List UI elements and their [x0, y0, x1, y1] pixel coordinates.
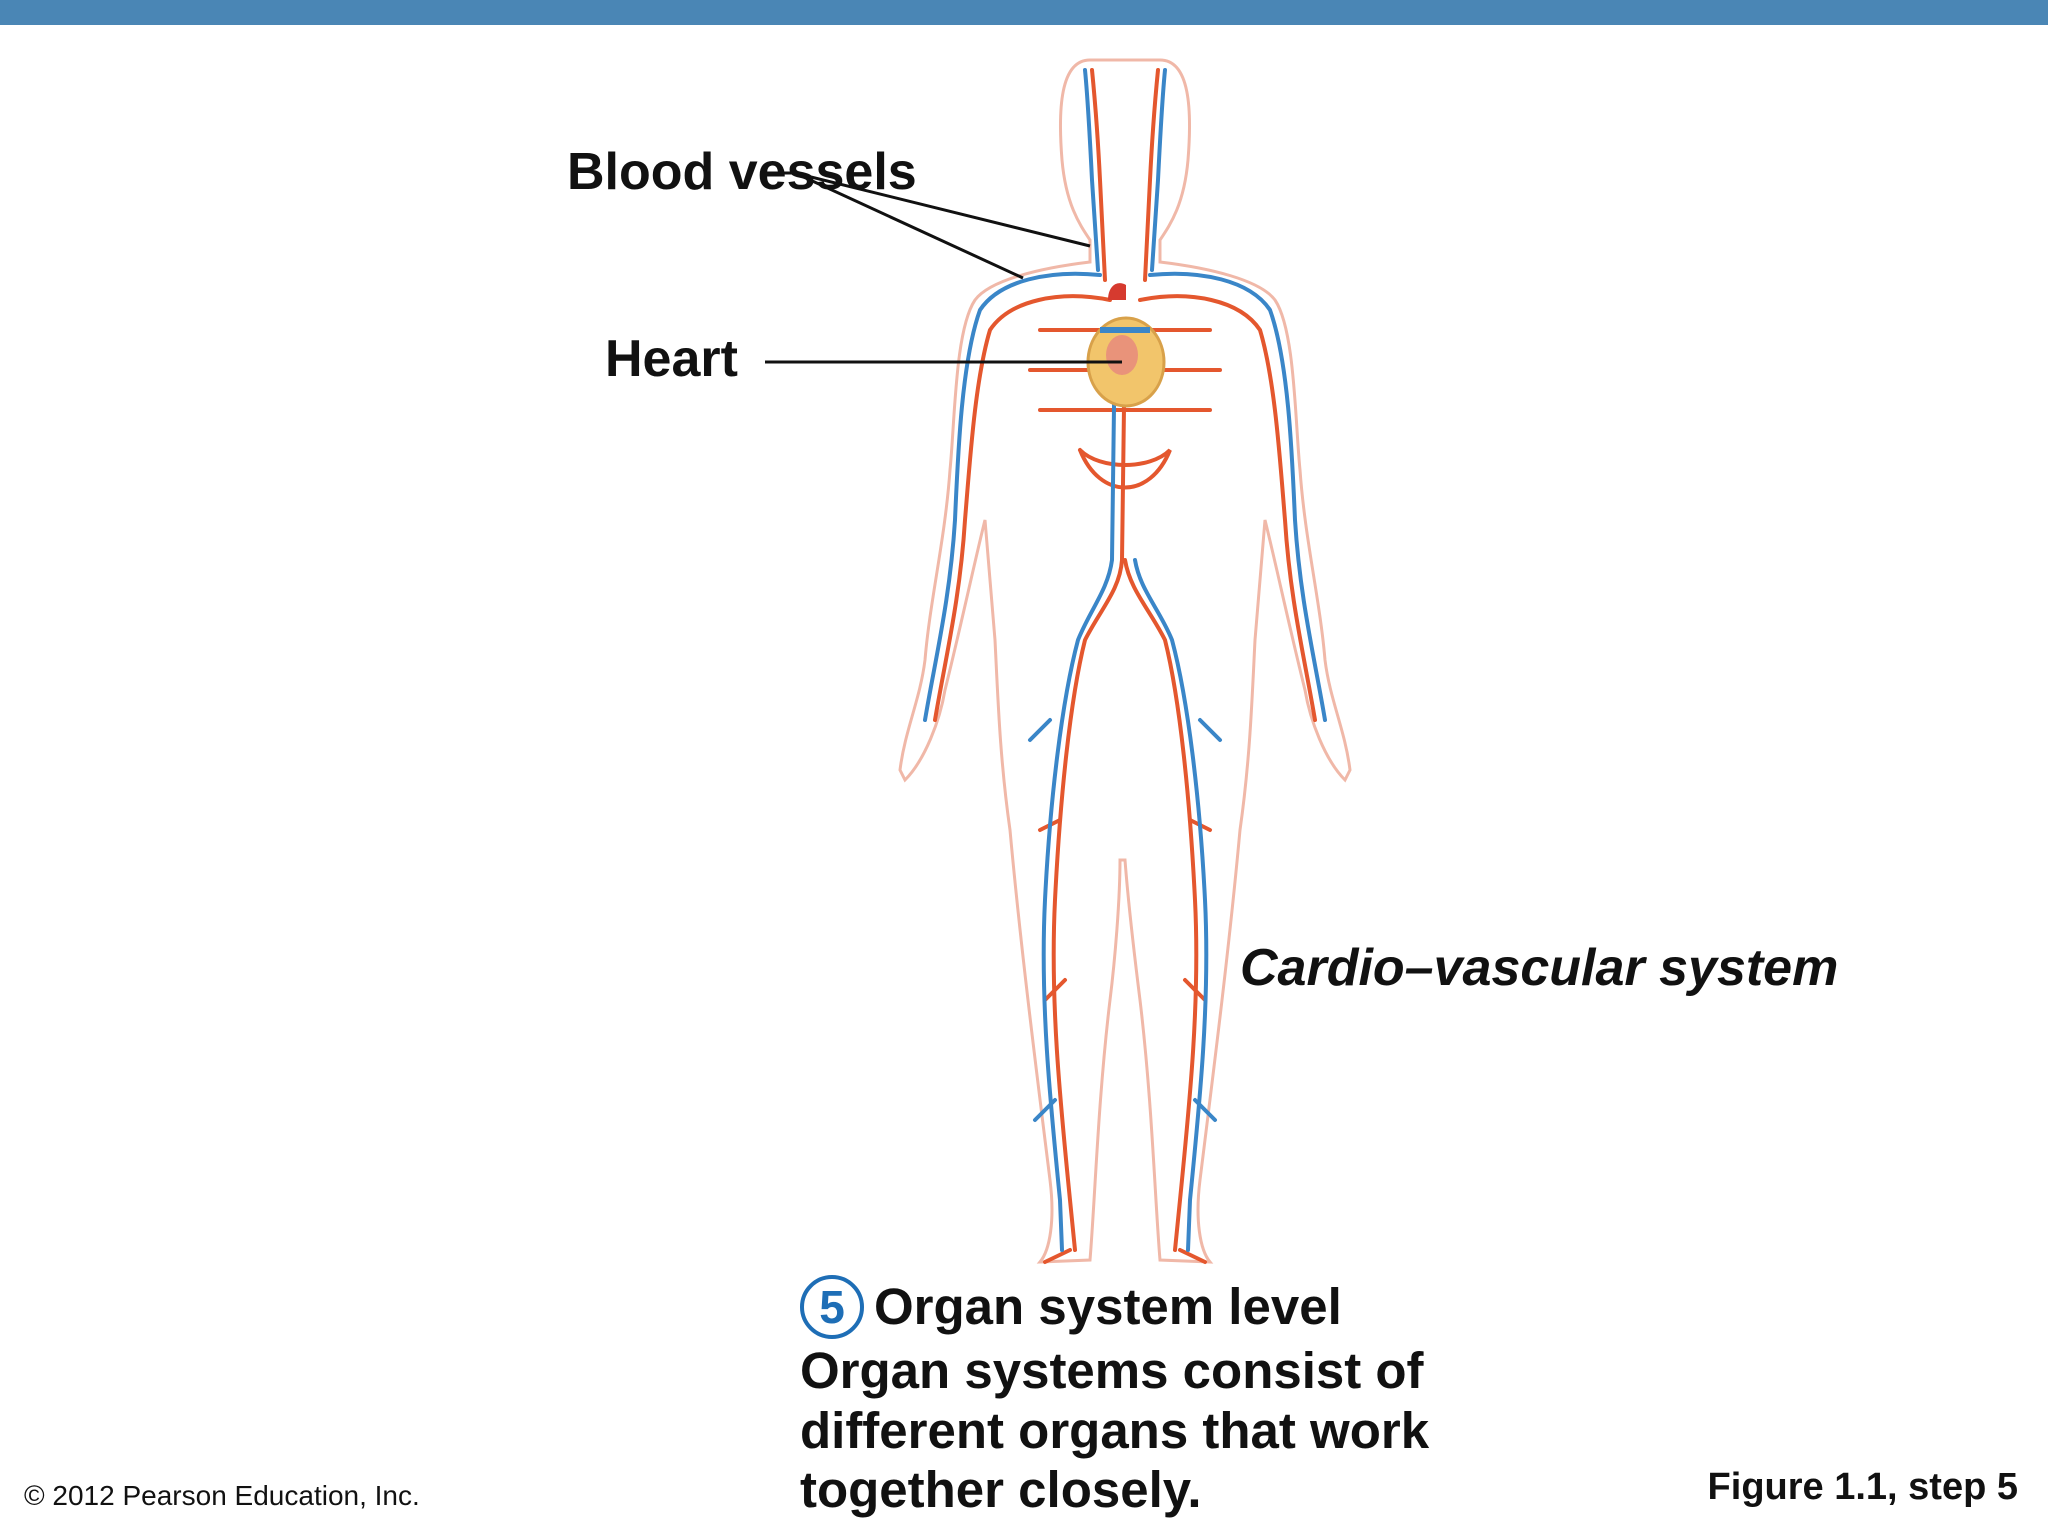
blood-vessels-label: Blood vessels: [567, 143, 917, 201]
heart-organ: [1086, 283, 1166, 408]
heart-label: Heart: [605, 330, 738, 388]
figure-reference: Figure 1.1, step 5: [1707, 1466, 2018, 1508]
veins: [923, 68, 1327, 1252]
copyright-notice: © 2012 Pearson Education, Inc.: [24, 1480, 420, 1511]
step-title: Organ system level: [874, 1277, 1342, 1335]
leader-lines: [762, 171, 1122, 364]
step-caption: 5 Organ system level Organ systems consi…: [800, 1275, 1560, 1520]
body-silhouette: [898, 58, 1352, 1264]
top-bar: [0, 0, 2048, 25]
arteries: [933, 68, 1317, 1264]
step-number-badge: 5: [800, 1275, 864, 1339]
system-label: Cardio–vascular system: [1240, 939, 1839, 997]
step-description: Organ systems consist of different organ…: [800, 1342, 1430, 1519]
blood-vessels-leader-lower: [794, 171, 1024, 280]
step-heading: 5 Organ system level: [800, 1275, 1560, 1339]
